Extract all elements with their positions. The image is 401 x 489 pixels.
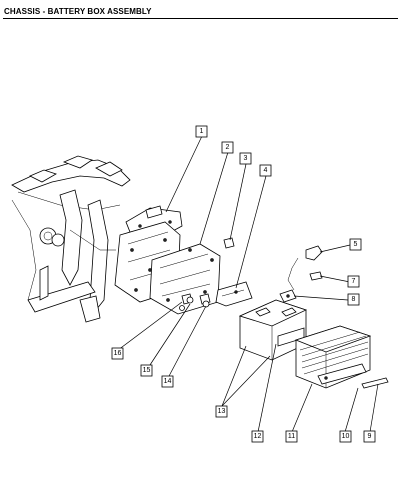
svg-text:10: 10 bbox=[342, 433, 350, 440]
battery bbox=[238, 299, 308, 361]
svg-text:13: 13 bbox=[218, 408, 226, 415]
callout-13: 11 bbox=[285, 430, 298, 443]
page-title: CHASSIS - BATTERY BOX ASSEMBLY bbox=[4, 7, 152, 16]
svg-text:4: 4 bbox=[264, 167, 268, 174]
bolt-hardware bbox=[179, 296, 210, 311]
svg-text:5: 5 bbox=[354, 241, 358, 248]
callout-5: 5 bbox=[349, 238, 362, 251]
terminal-boot bbox=[287, 245, 323, 291]
callout-6: 7 bbox=[347, 275, 360, 288]
svg-text:16: 16 bbox=[114, 350, 122, 357]
terminal-nut bbox=[279, 289, 297, 303]
callout-15: 9 bbox=[363, 430, 376, 443]
leader-lines bbox=[117, 135, 379, 433]
callout-8: 16 bbox=[111, 347, 124, 360]
side-plate bbox=[215, 281, 253, 307]
callout-12: 12 bbox=[251, 430, 264, 443]
svg-text:9: 9 bbox=[368, 433, 372, 440]
hold-down-strap bbox=[317, 363, 367, 385]
callout-1: 1 bbox=[195, 125, 208, 138]
header-rule bbox=[3, 18, 398, 19]
svg-text:8: 8 bbox=[352, 296, 356, 303]
callout-9: 15 bbox=[140, 364, 153, 377]
svg-text:15: 15 bbox=[143, 367, 151, 374]
callout-14: 10 bbox=[339, 430, 352, 443]
svg-text:1: 1 bbox=[200, 128, 204, 135]
hold-down-rod bbox=[361, 377, 389, 389]
callout-4: 4 bbox=[259, 164, 272, 177]
svg-text:14: 14 bbox=[164, 378, 172, 385]
callout-3: 3 bbox=[239, 152, 252, 165]
chassis-frame bbox=[11, 155, 131, 323]
svg-text:12: 12 bbox=[254, 433, 262, 440]
svg-text:2: 2 bbox=[226, 144, 230, 151]
callout-7: 8 bbox=[347, 293, 360, 306]
svg-text:7: 7 bbox=[352, 278, 356, 285]
svg-text:11: 11 bbox=[288, 433, 295, 440]
terminal-bolt bbox=[309, 271, 323, 281]
callout-10: 14 bbox=[161, 375, 174, 388]
page-header: CHASSIS - BATTERY BOX ASSEMBLY bbox=[0, 0, 401, 24]
callout-11: 13 bbox=[215, 405, 228, 418]
svg-text:3: 3 bbox=[244, 155, 248, 162]
mounting-plate-center bbox=[149, 243, 221, 315]
callout-2: 2 bbox=[221, 141, 234, 154]
spacer-block bbox=[223, 237, 235, 249]
